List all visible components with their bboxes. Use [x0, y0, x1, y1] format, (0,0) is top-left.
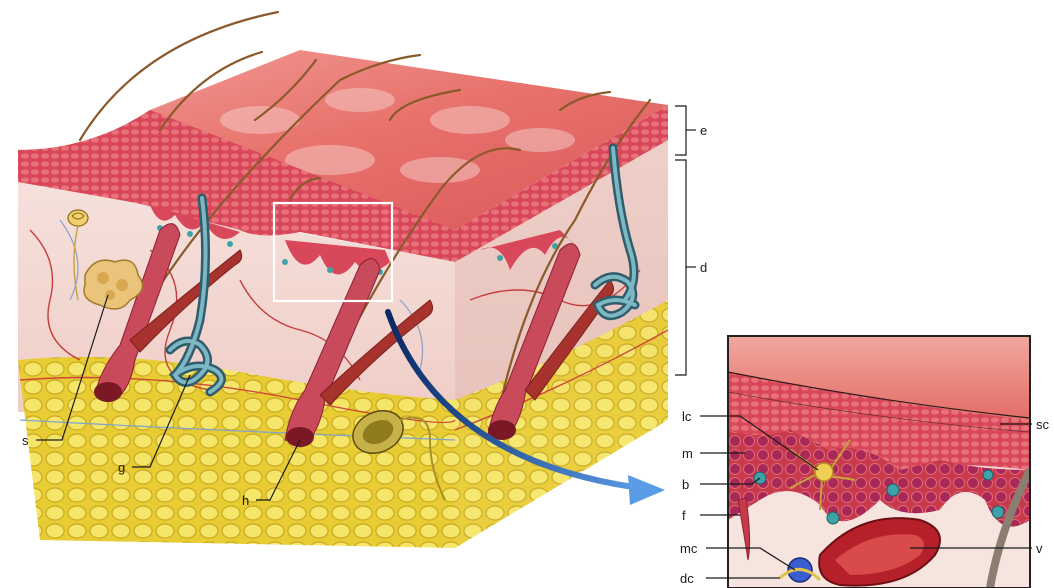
label-b: b [682, 477, 689, 492]
magnification-arrowhead [628, 475, 665, 505]
label-s: s [22, 433, 29, 448]
layer-brackets [675, 106, 696, 375]
label-h: h [242, 493, 249, 508]
inset-panel [728, 336, 1030, 588]
label-mc: mc [680, 541, 698, 556]
label-m: m [682, 446, 693, 461]
label-f: f [682, 508, 686, 523]
label-lc: lc [682, 409, 692, 424]
label-e: e [700, 123, 707, 138]
label-d: d [700, 260, 707, 275]
skin-block [18, 12, 668, 548]
bulb-left [94, 382, 122, 402]
bulb-center [286, 427, 314, 447]
label-sc: sc [1036, 417, 1050, 432]
label-g: g [118, 460, 125, 475]
label-dc: dc [680, 571, 694, 586]
label-v: v [1036, 541, 1043, 556]
bracket-epidermis [675, 106, 686, 155]
bracket-dermis [675, 160, 686, 375]
